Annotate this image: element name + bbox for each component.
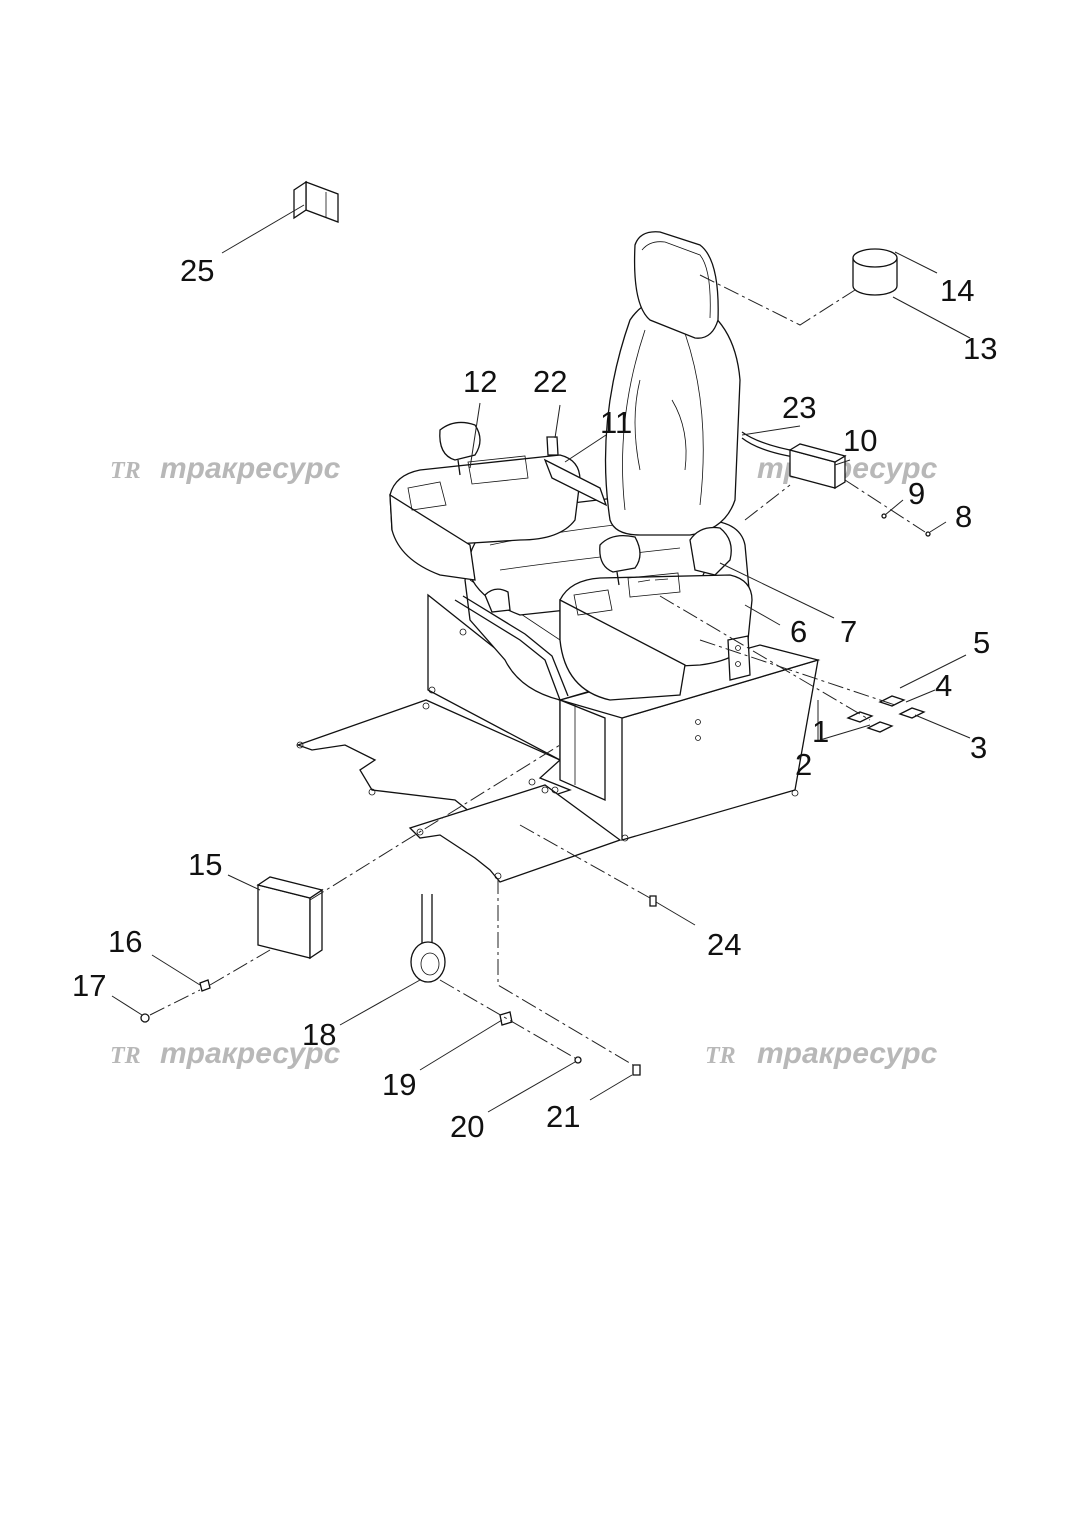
part-2-5-tabs xyxy=(846,695,926,733)
right-armrest xyxy=(559,526,753,701)
label-4: 4 xyxy=(935,668,952,703)
label-5: 5 xyxy=(973,625,990,660)
label-19: 19 xyxy=(382,1067,416,1102)
base-switch-block xyxy=(727,635,751,681)
leader-lines xyxy=(111,204,971,1113)
watermark-text: тракресурс xyxy=(160,1037,341,1070)
label-6: 6 xyxy=(790,614,807,649)
label-11: 11 xyxy=(600,405,632,440)
watermark-4: ТR тракресурс xyxy=(705,1037,938,1070)
watermark-logo: ТR xyxy=(110,458,141,484)
part-13-14-cylinder xyxy=(852,248,898,296)
label-13: 13 xyxy=(963,331,997,366)
watermark-text: тракресурс xyxy=(160,452,341,485)
label-23: 23 xyxy=(782,390,816,425)
assembly-lines xyxy=(149,274,926,1066)
label-12: 12 xyxy=(463,364,497,399)
watermark-2: ТR тракресурс xyxy=(705,452,938,485)
left-armrest xyxy=(389,421,608,581)
watermark-1: ТR тракресурс xyxy=(110,452,341,485)
side-lever xyxy=(454,588,569,701)
label-2: 2 xyxy=(795,747,812,782)
label-14: 14 xyxy=(940,273,974,308)
small-fasteners xyxy=(499,895,657,1076)
seat-base-box xyxy=(427,593,821,842)
label-7: 7 xyxy=(840,614,857,649)
part-10-block xyxy=(788,443,847,490)
label-10: 10 xyxy=(843,423,877,458)
part-labels: 1 2 3 4 5 6 7 8 9 10 11 12 13 14 15 16 1… xyxy=(72,253,997,1144)
watermark-logo: ТR xyxy=(110,1043,141,1069)
label-9: 9 xyxy=(908,476,925,511)
label-3: 3 xyxy=(970,730,987,765)
label-20: 20 xyxy=(450,1109,484,1144)
part-8-9-screws xyxy=(881,513,931,537)
label-17: 17 xyxy=(72,968,106,1003)
part-18-ring xyxy=(410,894,446,983)
floor-plate-right xyxy=(408,784,622,883)
label-22: 22 xyxy=(533,364,567,399)
watermark-3: ТR тракресурс xyxy=(110,1037,341,1070)
watermark-logo: ТR xyxy=(705,1043,736,1069)
watermark-text: тракресурс xyxy=(757,1037,938,1070)
part-15-box xyxy=(256,876,324,960)
label-16: 16 xyxy=(108,924,142,959)
part-16-17-fasteners xyxy=(140,979,211,1023)
label-18: 18 xyxy=(302,1017,336,1052)
label-21: 21 xyxy=(546,1099,580,1134)
label-1: 1 xyxy=(812,714,829,749)
label-15: 15 xyxy=(188,847,222,882)
part-25-bracket xyxy=(293,180,339,223)
watermark-text: тракресурс xyxy=(757,452,938,485)
seat-back xyxy=(604,231,741,536)
label-25: 25 xyxy=(180,253,214,288)
label-8: 8 xyxy=(955,499,972,534)
label-24: 24 xyxy=(707,927,741,962)
